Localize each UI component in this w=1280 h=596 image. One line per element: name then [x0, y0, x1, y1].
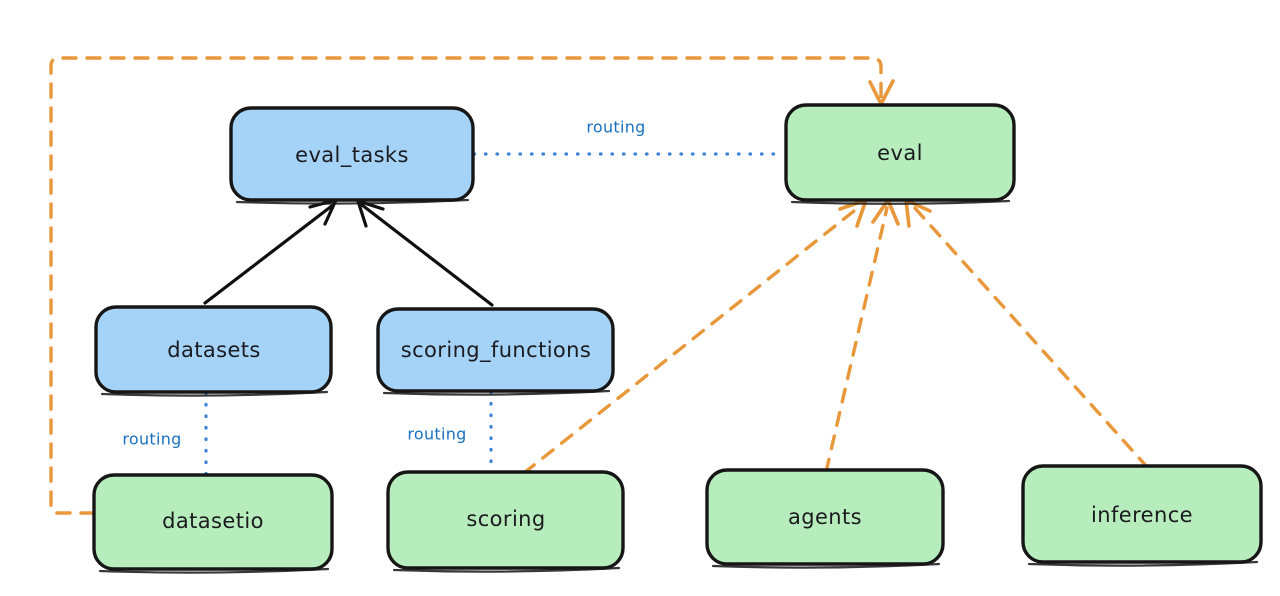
node-datasets-label: datasets: [167, 338, 261, 362]
node-datasetio-sketch-edge: [98, 567, 330, 574]
node-datasetio[interactable]: datasetio: [92, 473, 334, 574]
node-scoring-label: scoring: [466, 507, 545, 531]
node-datasets-box: [94, 305, 333, 394]
node-datasetio-label: datasetio: [162, 509, 264, 533]
node-agents-box: [705, 468, 945, 566]
node-scoring-box: [386, 470, 625, 570]
edge-label-routing-datasets-datasetio: routing: [122, 430, 181, 449]
node-scoring_functions[interactable]: scoring_functions: [376, 307, 615, 396]
edge-scoring_functions-to-eval_tasks: [356, 199, 494, 307]
node-scoring[interactable]: scoring: [386, 470, 625, 573]
node-agents[interactable]: agents: [705, 468, 945, 569]
node-scoring_functions-sketch-edge: [382, 389, 611, 396]
edge-inference-to-eval: [904, 198, 1150, 470]
node-eval_tasks[interactable]: eval_tasks: [229, 106, 475, 205]
edge-agents-to-eval: [824, 198, 900, 474]
node-eval-sketch-edge: [790, 199, 1011, 205]
node-eval[interactable]: eval: [784, 103, 1016, 205]
node-scoring_functions-label: scoring_functions: [401, 338, 591, 363]
node-inference[interactable]: inference: [1021, 464, 1263, 567]
edge-datasets-to-eval_tasks: [203, 198, 338, 305]
node-datasetio-box: [92, 473, 334, 571]
edge-label-routing-scoringfns-scoring: routing: [407, 425, 466, 444]
node-inference-box: [1021, 464, 1263, 564]
edge-label-routing-eval_tasks-eval: routing: [586, 118, 645, 137]
node-eval-box: [784, 103, 1016, 202]
node-inference-sketch-edge: [1027, 560, 1259, 567]
node-eval-label: eval: [877, 141, 923, 165]
node-eval_tasks-box: [229, 106, 475, 202]
node-agents-label: agents: [788, 505, 862, 529]
node-datasets-sketch-edge: [100, 390, 329, 397]
node-scoring_functions-box: [376, 307, 615, 393]
node-agents-sketch-edge: [711, 562, 941, 569]
node-inference-label: inference: [1091, 503, 1193, 527]
node-datasets[interactable]: datasets: [94, 305, 333, 397]
node-scoring-sketch-edge: [392, 566, 621, 573]
node-eval_tasks-label: eval_tasks: [295, 143, 409, 168]
node-eval_tasks-sketch-edge: [235, 198, 470, 205]
